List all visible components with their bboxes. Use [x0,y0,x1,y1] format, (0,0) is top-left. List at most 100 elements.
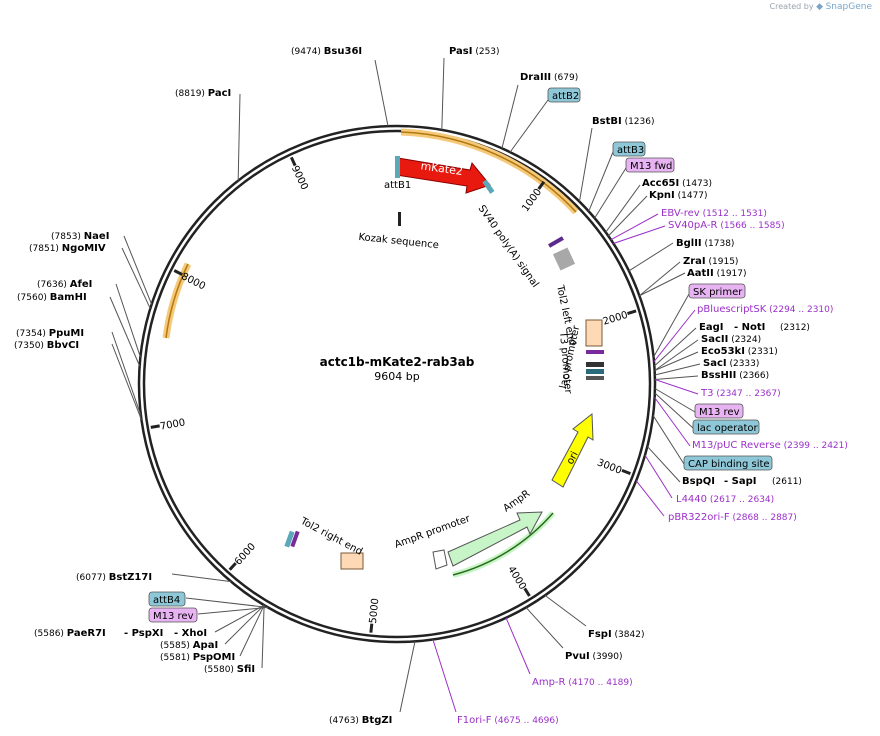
primer-l4440[interactable]: L4440 (2617 .. 2634) [676,494,774,505]
enzyme-kpni[interactable]: KpnI (1477) [649,190,708,201]
leader-line [646,446,681,483]
leader-line [654,388,696,413]
feature-box-m13rev[interactable] [148,607,198,623]
enzyme-ngomiv[interactable]: (7851) NgoMIV [29,243,106,254]
enzyme-eco53ki[interactable]: Eco53kI (2331) [701,346,778,357]
feature-box-m13fwd[interactable] [625,157,675,173]
enzyme-draiii[interactable]: DraIII (679) [520,72,578,83]
tick-label-1000: 1000 [520,187,544,214]
feature-box-skprimer[interactable] [688,283,746,299]
enzyme-apai[interactable]: (5585) ApaI [160,640,218,651]
tick-6000 [228,562,237,571]
primer-pbr322orif[interactable]: pBR322ori-F (2868 .. 2887) [668,512,797,523]
primer-t3[interactable]: T3 (2347 .. 2367) [700,388,781,399]
feature-box-attb4[interactable] [148,591,186,607]
leader-line [654,379,699,395]
enzyme-ppumi[interactable]: (7354) PpuMI [16,328,84,339]
kozak-marker [398,212,401,226]
lac-stripe-3 [586,376,604,380]
primer-ebvrev[interactable]: EBV-rev (1512 .. 1531) [661,208,767,219]
leader-line [635,480,665,517]
leader-line [261,605,265,669]
primer-ampr[interactable]: Amp-R (4170 .. 4189) [532,677,633,688]
leader-line [197,606,269,615]
ampr-promoter-label: AmpR promoter [393,513,472,551]
enzyme-sacii[interactable]: SacII (2324) [701,334,761,345]
enzyme-pasi[interactable]: PasI (253) [449,46,500,57]
leader-line [613,225,666,244]
ampr-label: AmpR [501,488,532,514]
enzyme-acc65i[interactable]: Acc65I (1473) [642,178,712,189]
leader-line [185,597,269,608]
tick-label-3000: 3000 [595,457,623,476]
enzyme-saci[interactable]: SacI (2333) [703,358,759,369]
primer-f1orif[interactable]: F1ori-F (4675 .. 4696) [457,715,559,726]
leader-line [628,242,674,272]
left-orange-arc-line [165,263,189,339]
tick-label-6000: 6000 [233,541,258,567]
feature-box-label: SK primer [693,287,743,298]
enzyme-bstz17i[interactable]: (6077) BstZ17I [76,572,152,583]
snapgene-brand: SnapGene [825,2,872,12]
tick-label-9000: 9000 [289,164,310,192]
enzyme-pspxi[interactable]: - PspXI [124,628,163,639]
enzyme-sapi[interactable]: - SapI [724,476,756,487]
leader-line [509,99,549,153]
tol2-left-box [585,319,603,347]
enzyme-bbvci[interactable]: (7350) BbvCI [14,340,79,351]
enzyme-bstbi[interactable]: BstBI (1236) [592,116,655,127]
feature-box-lacoperator[interactable] [692,419,760,435]
kozak-label: Kozak sequence [358,232,439,251]
enzyme-btgzi[interactable]: (4763) BtgZI [329,715,392,726]
leader-line [441,57,445,130]
leader-line [224,604,265,645]
primer-pbluescriptsk[interactable]: pBluescriptSK (2294 .. 2310) [697,304,833,315]
enzyme-bamhi[interactable]: (7560) BamHI [17,292,87,303]
feature-box-capbindingsite[interactable] [683,455,773,471]
enzyme-paci[interactable]: (8819) PacI [175,88,231,99]
primer-m13pucreverse[interactable]: M13/pUC Reverse (2399 .. 2421) [692,440,848,451]
enzyme-bsshii[interactable]: BssHII (2366) [701,370,769,381]
feature-box-label: lac operator [697,423,758,434]
leader-line [432,639,457,713]
leader-line [639,272,686,297]
feature-box-label: M13 fwd [630,161,672,172]
enzyme-afei[interactable]: (7636) AfeI [37,279,92,290]
enzyme-bspqi[interactable]: BspQI [682,476,715,487]
leader-line [111,331,142,416]
leader-line [237,93,241,181]
feature-box-attb3[interactable] [612,141,646,157]
sv40-box [552,247,576,271]
enzyme-fspi[interactable]: FspI (3842) [588,629,644,640]
enzyme-sfii[interactable]: (5580) SfiI [204,664,255,675]
enzyme-paer7i[interactable]: (5586) PaeR7I [34,628,106,639]
enzyme-eagi[interactable]: EagI [699,322,723,333]
snapgene-logo-icon: ◆ [816,2,824,12]
enzyme-pvui[interactable]: PvuI (3990) [565,651,622,662]
enzyme-xhoi[interactable]: - XhoI [174,628,207,639]
enzyme-aatii[interactable]: AatII (1917) [687,268,747,279]
mkate2-arrow [395,157,491,194]
leader-line [605,184,641,233]
enzyme-bglii[interactable]: BglII (1738) [676,238,734,249]
feature-box-label: M13 rev [699,407,740,418]
lac-stripe-1 [586,362,604,367]
feature-box-label: attB2 [552,91,579,102]
enzyme-zrai[interactable]: ZraI (1915) [683,256,738,267]
feature-box-attb2[interactable] [547,87,581,103]
enzyme-naei[interactable]: (7853) NaeI [51,231,109,242]
enzyme-noti[interactable]: - NotI [734,322,765,333]
enzyme-bsu36i[interactable]: (9474) Bsu36I [291,46,362,57]
tick-4000 [523,587,531,597]
created-by-text: Created by [769,2,814,11]
feature-box-m13rev[interactable] [694,403,744,419]
ori-arrow [551,412,594,488]
feature-box-label: attB3 [617,145,644,156]
primer-sv40par[interactable]: SV40pA-R (1566 .. 1585) [668,220,785,231]
ori-label: ori [565,450,581,467]
enzyme-pspomi[interactable]: (5581) PspOMI [160,652,235,663]
leader-line [578,127,593,202]
tick-8000 [173,269,183,276]
